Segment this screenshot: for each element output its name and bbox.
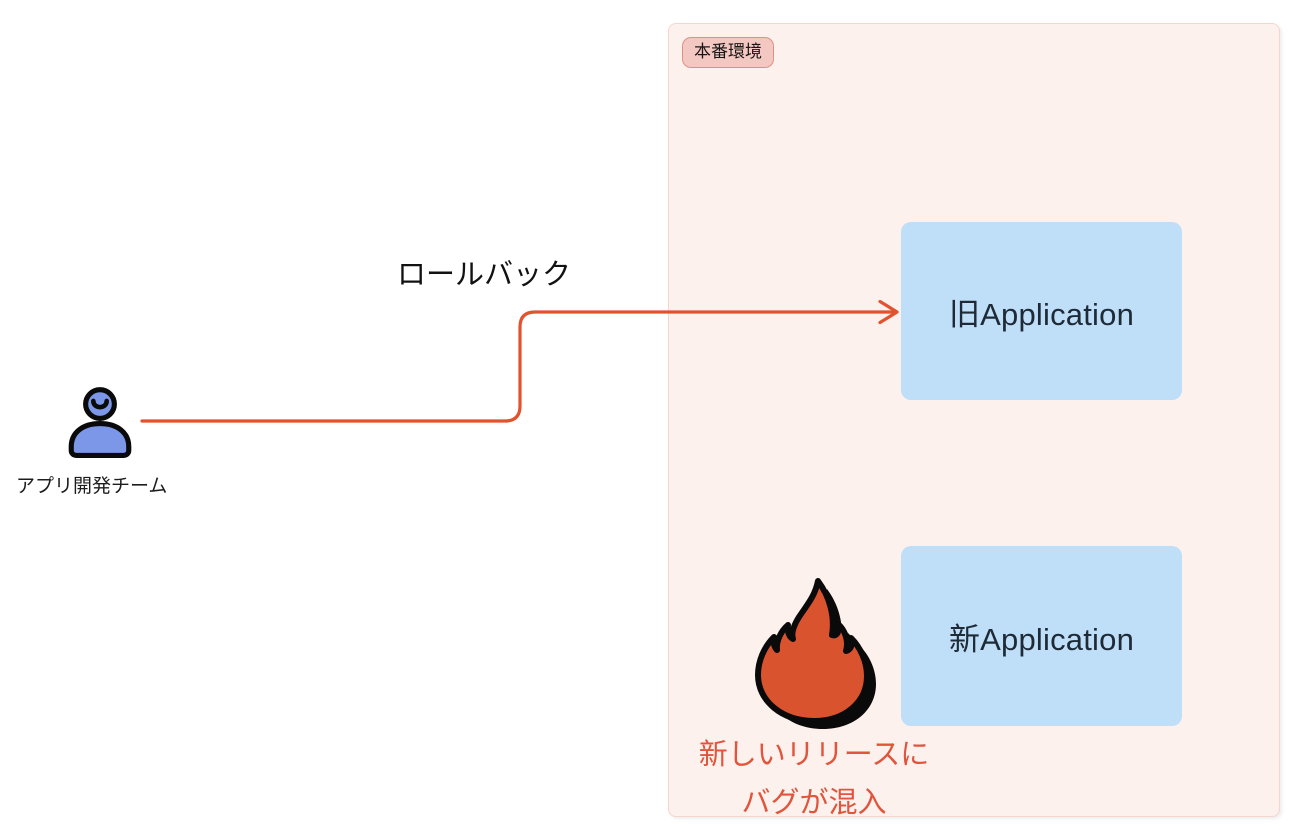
old-application-node: 旧Application (901, 222, 1182, 400)
rollback-arrow-label: ロールバック (397, 259, 572, 291)
new-application-node: 新Application (901, 546, 1182, 726)
person-icon (68, 387, 132, 458)
production-env-badge: 本番環境 (682, 37, 774, 68)
new-application-label: 新Application (948, 621, 1135, 657)
incident-warning-line1: 新しいリリースに (698, 739, 930, 771)
fire-icon (755, 578, 876, 729)
incident-warning-line2: バグが混入 (741, 787, 887, 819)
old-application-label: 旧Application (948, 296, 1135, 332)
actor-label: アプリ開発チーム (16, 476, 168, 497)
